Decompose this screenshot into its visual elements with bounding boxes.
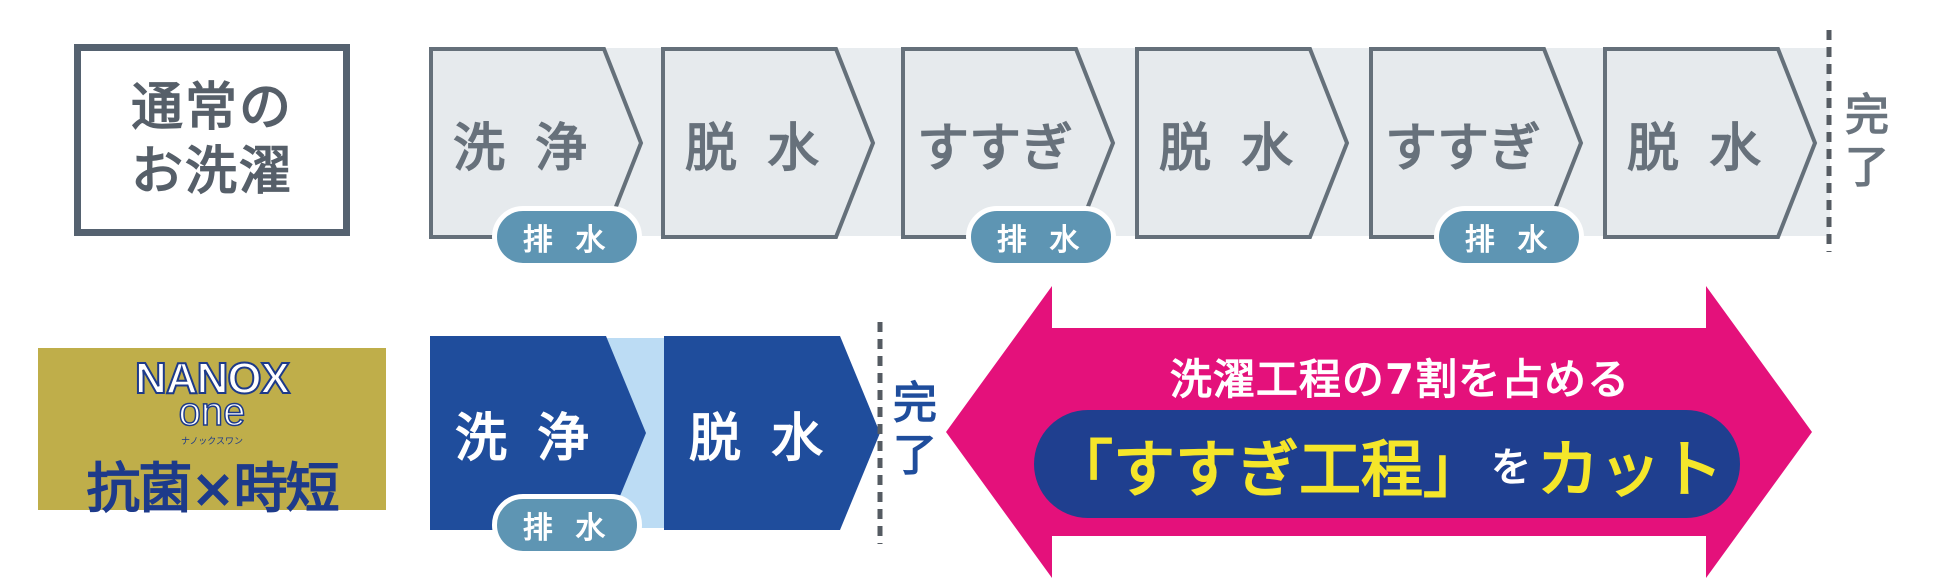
nanox-done-char1: 完 <box>893 378 937 429</box>
nanox-done-char2: 了 <box>893 430 937 481</box>
normal-drain-badge-2: 排 水 <box>966 206 1116 268</box>
normal-wash-label-line1: 通常の <box>130 78 293 138</box>
nanox-finish-line <box>877 322 883 544</box>
normal-step-spin-2: 脱 水 <box>1134 46 1350 240</box>
normal-step-rinse-2-label: すすぎ <box>1384 118 1541 179</box>
brand-name: NANOX <box>134 353 291 404</box>
nanox-step-spin-label: 脱 水 <box>688 408 830 469</box>
normal-step-spin-1: 脱 水 <box>660 46 876 240</box>
normal-done-label: 完 了 <box>1842 90 1892 194</box>
normal-step-spin-2-label: 脱 水 <box>1158 118 1300 179</box>
nanox-step-spin: 脱 水 <box>664 336 880 530</box>
nanox-done-label: 完 了 <box>890 378 940 482</box>
normal-finish-line <box>1826 30 1832 252</box>
normal-step-spin-1-label: 脱 水 <box>684 118 826 179</box>
brand-kana: ナノックスワン <box>180 437 244 447</box>
normal-drain-badge-1: 排 水 <box>492 206 642 268</box>
normal-drain-badge-3: 排 水 <box>1434 206 1584 268</box>
normal-step-rinse-2: すすぎ <box>1368 46 1584 240</box>
normal-step-rinse-1-label: すすぎ <box>916 118 1073 179</box>
brand-sub: one <box>178 389 246 435</box>
normal-done-char2: 了 <box>1845 142 1889 193</box>
cut-action: カット <box>1537 433 1724 506</box>
cut-connector: を <box>1491 445 1531 491</box>
brand-tagline: 抗菌×時短 <box>86 457 339 520</box>
normal-wash-label: 通常の お洗濯 <box>74 44 350 236</box>
cut-arrow-pill: 「すすぎ工程」 を カット <box>1034 410 1740 518</box>
normal-step-wash-label: 洗 浄 <box>452 118 594 179</box>
cut-arrow-title: 洗濯工程の7割を占める <box>1169 355 1631 404</box>
nanox-one-logo: NANOX one ナノックスワン 抗菌×時短 <box>38 348 386 520</box>
nanox-step-wash-label: 洗 浄 <box>454 408 596 469</box>
nanox-step-wash: 洗 浄 <box>430 336 646 530</box>
rinse-process-highlight: 「すすぎ工程」 <box>1050 433 1485 506</box>
normal-step-spin-3: 脱 水 <box>1602 46 1818 240</box>
normal-step-wash: 洗 浄 <box>428 46 644 240</box>
normal-done-char1: 完 <box>1845 90 1889 141</box>
nanox-drain-badge: 排 水 <box>492 494 642 556</box>
normal-wash-label-line2: お洗濯 <box>130 142 293 202</box>
normal-step-rinse-1: すすぎ <box>900 46 1116 240</box>
normal-step-spin-3-label: 脱 水 <box>1626 118 1768 179</box>
